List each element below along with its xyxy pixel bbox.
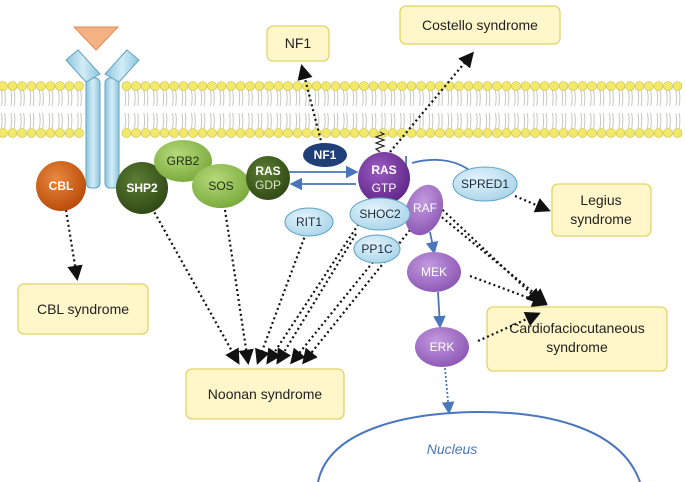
- erk-protein: ERK: [415, 327, 469, 367]
- dotted-arrows: [64, 51, 551, 366]
- cell-membrane: [0, 81, 683, 138]
- cbl-syndrome-box: CBL syndrome: [17, 283, 149, 335]
- cfc-box: Cardiofaciocutaneous syndrome: [486, 306, 668, 372]
- pp1c-protein-label: PP1C: [361, 242, 393, 256]
- shoc2-protein: SHOC2: [349, 197, 411, 231]
- cfc-label-line1: Cardiofaciocutaneous: [509, 320, 644, 336]
- arrow-erk-to-nucleus: [441, 367, 455, 415]
- nf1-protein-label: NF1: [314, 148, 337, 162]
- nf1-protein: NF1: [303, 143, 347, 167]
- receptor: [65, 49, 140, 189]
- arrow-ras-to-costello: [389, 51, 474, 153]
- legius-box: Legius syndrome: [551, 183, 652, 237]
- blue-arrows: [288, 156, 470, 415]
- nucleus-label: Nucleus: [427, 441, 478, 457]
- spred1-protein-label: SPRED1: [461, 177, 509, 191]
- cbl-protein: CBL: [36, 161, 86, 211]
- arrow-erk-to-cfc: [477, 312, 541, 343]
- legius-label-line2: syndrome: [570, 211, 632, 227]
- arrow-mek-to-erk: [433, 291, 446, 329]
- ligand: [72, 26, 120, 51]
- noonan-box: Noonan syndrome: [185, 368, 345, 420]
- nf1-box: NF1: [266, 25, 330, 62]
- ras-lipid-anchor: [374, 131, 386, 153]
- mek-protein: MEK: [407, 252, 461, 292]
- arrow-raf-to-cfc: [437, 213, 548, 304]
- costello-label: Costello syndrome: [422, 17, 538, 33]
- arrow-cbl-to-box: [64, 209, 83, 282]
- grb2-protein-label: GRB2: [167, 154, 200, 168]
- arrow-ras-to-cfc: [427, 195, 543, 305]
- shp2-protein-label: SHP2: [126, 181, 158, 195]
- costello-box: Costello syndrome: [399, 5, 561, 45]
- ras-gdp-label-line1: RAS: [255, 164, 280, 178]
- rit1-protein-label: RIT1: [296, 215, 322, 229]
- arrow-shp2-to-noonan: [151, 207, 240, 365]
- arrow-spred1-to-legius: [514, 194, 551, 213]
- erk-protein-label: ERK: [430, 340, 455, 354]
- arrow-sos-to-noonan: [223, 209, 254, 366]
- cbl-syndrome-label: CBL syndrome: [37, 301, 129, 317]
- cbl-protein-label: CBL: [49, 179, 74, 193]
- rit1-protein: RIT1: [284, 207, 334, 237]
- ras-gtp-label-line1: RAS: [371, 163, 396, 177]
- pp1c-protein: PP1C: [353, 234, 401, 264]
- grb2-protein: GRB2: [154, 140, 212, 182]
- noonan-label: Noonan syndrome: [208, 386, 323, 402]
- spred1-inhibition: [411, 158, 470, 171]
- ras-gdp-protein: RAS GDP: [246, 156, 290, 200]
- ras-gtp-label-line2: GTP: [372, 181, 397, 195]
- arrow-mek-to-cfc: [469, 274, 548, 307]
- legius-label-line1: Legius: [580, 192, 621, 208]
- mek-protein-label: MEK: [421, 265, 447, 279]
- raf-protein: RAF: [404, 184, 444, 236]
- shoc2-protein-label: SHOC2: [359, 207, 401, 221]
- arrow-raf-to-noonan: [302, 229, 411, 365]
- shp2-protein: SHP2: [116, 162, 168, 214]
- raf-protein-label: RAF: [413, 201, 437, 215]
- cfc-label-line2: syndrome: [546, 339, 608, 355]
- sos-protein-label: SOS: [208, 179, 233, 193]
- arrow-pp1c-to-noonan: [290, 261, 374, 365]
- arrow-nf1-to-box: [297, 64, 324, 146]
- sos-protein: SOS: [192, 164, 250, 208]
- arrow-raf-to-mek: [425, 231, 439, 255]
- nf1-box-label: NF1: [285, 35, 312, 51]
- nucleus-membrane: [317, 410, 641, 482]
- ras-gdp-label-line2: GDP: [255, 178, 281, 192]
- spred1-protein: SPRED1: [452, 166, 518, 202]
- ras-gtp-protein: RAS GTP: [358, 152, 410, 204]
